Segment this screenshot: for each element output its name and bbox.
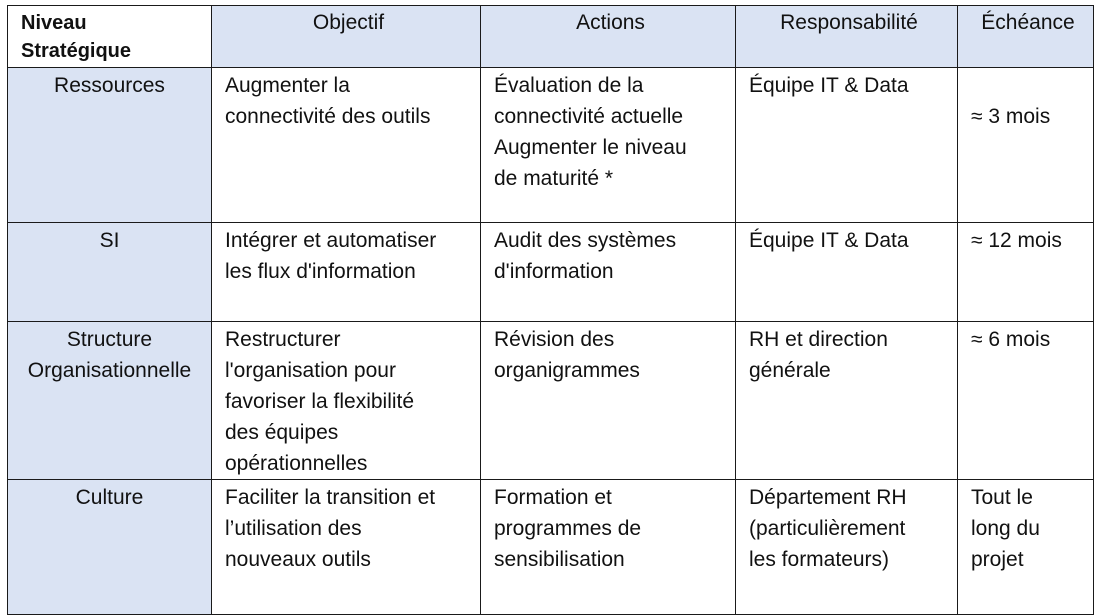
row-objective-cell: Augmenter la connectivité des outils bbox=[211, 67, 481, 223]
table-row: Culture Faciliter la transition et l’uti… bbox=[7, 479, 1094, 615]
row-level-cell: SI bbox=[7, 222, 212, 322]
row-level-cell: Culture bbox=[7, 479, 212, 615]
row-responsibility-cell: Équipe IT & Data bbox=[735, 222, 958, 322]
row-responsibility-cell: Département RH (particulièrement les for… bbox=[735, 479, 958, 615]
header-responsibility: Responsabilité bbox=[735, 5, 958, 68]
row-objective-cell: Faciliter la transition et l’utilisation… bbox=[211, 479, 481, 615]
strategy-table-container: Niveau Stratégique Objectif Actions Resp… bbox=[7, 5, 1094, 615]
row-responsibility-cell: RH et direction générale bbox=[735, 321, 958, 480]
strategy-table: Niveau Stratégique Objectif Actions Resp… bbox=[7, 5, 1094, 615]
table-row: SI Intégrer et automatiser les flux d'in… bbox=[7, 222, 1094, 322]
row-objective-cell: Intégrer et automatiser les flux d'infor… bbox=[211, 222, 481, 322]
row-deadline-cell: ≈ 3 mois bbox=[957, 67, 1094, 223]
row-objective-cell: Restructurer l'organisation pour favoris… bbox=[211, 321, 481, 480]
header-actions: Actions bbox=[480, 5, 736, 68]
row-actions-cell: Évaluation de la connectivité actuelle A… bbox=[480, 67, 736, 223]
table-row: Structure Organisationnelle Restructurer… bbox=[7, 321, 1094, 480]
row-actions-cell: Formation et programmes de sensibilisati… bbox=[480, 479, 736, 615]
row-deadline-cell: ≈ 6 mois bbox=[957, 321, 1094, 480]
header-deadline: Échéance bbox=[957, 5, 1094, 68]
row-level-cell: Ressources bbox=[7, 67, 212, 223]
row-actions-cell: Révision des organigrammes bbox=[480, 321, 736, 480]
row-actions-cell: Audit des systèmes d'information bbox=[480, 222, 736, 322]
table-header-row: Niveau Stratégique Objectif Actions Resp… bbox=[7, 5, 1094, 68]
row-responsibility-cell: Équipe IT & Data bbox=[735, 67, 958, 223]
header-objective: Objectif bbox=[211, 5, 481, 68]
header-strategic-level: Niveau Stratégique bbox=[7, 5, 212, 68]
row-level-cell: Structure Organisationnelle bbox=[7, 321, 212, 480]
row-deadline-cell: Tout le long du projet bbox=[957, 479, 1094, 615]
row-deadline-cell: ≈ 12 mois bbox=[957, 222, 1094, 322]
table-row: Ressources Augmenter la connectivité des… bbox=[7, 67, 1094, 223]
